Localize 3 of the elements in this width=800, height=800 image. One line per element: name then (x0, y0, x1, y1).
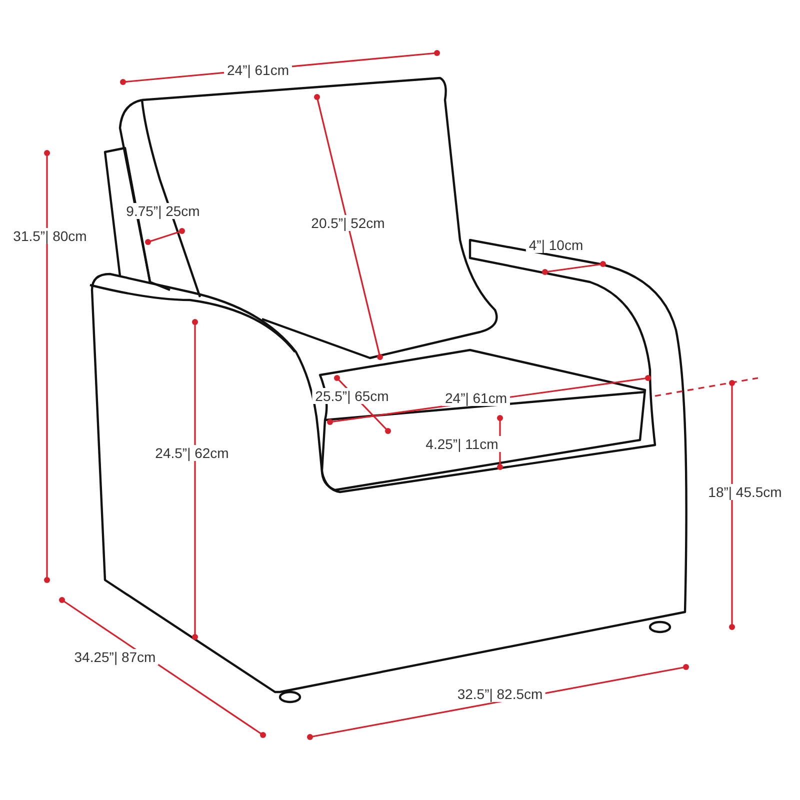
dimension-label: 24”| 61cm (224, 62, 292, 78)
dimension-label: 4.25”| 11cm (422, 436, 502, 452)
dimension-label: 24”| 61cm (442, 390, 510, 406)
